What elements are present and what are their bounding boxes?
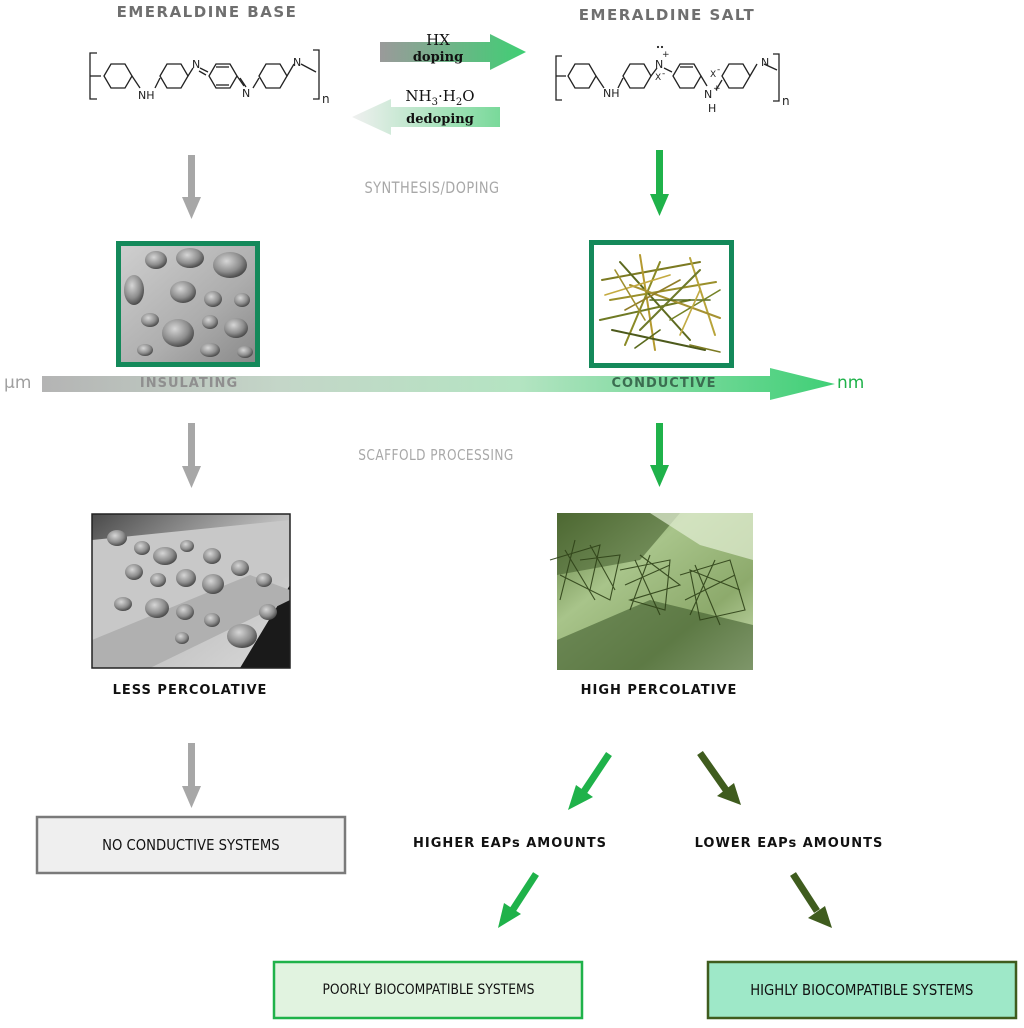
high-percolative-image [549, 513, 753, 670]
emeraldine-base-structure [89, 49, 320, 100]
highly-biocompatible-box-frame [706, 960, 1018, 1020]
poorly-biocompatible-box-frame [272, 960, 584, 1020]
higher-eaps-label: HIGHER EAPs AMOUNTS [413, 836, 607, 851]
doping-label: doping [412, 50, 464, 65]
salt-n-label-2: N [704, 88, 712, 101]
no-conductive-box-frame [35, 815, 347, 875]
emeraldine-salt-title: EMERALDINE SALT [578, 6, 756, 24]
salt-x-label-2: X [710, 70, 716, 80]
doping-agent: HX [426, 31, 450, 49]
lower-eaps-label: LOWER EAPs AMOUNTS [694, 836, 884, 851]
insulating-morphology-image [116, 241, 260, 367]
darkgreen-diagonal-arrow-1 [697, 750, 741, 805]
green-arrow-1 [650, 150, 669, 216]
dedoping-agent: NH3·H2O [405, 87, 475, 109]
scale-arrow [42, 368, 835, 400]
less-percolative-image [91, 513, 291, 669]
highly-biocompatible-box: HIGHLY BIOCOMPATIBLE SYSTEMS [750, 981, 974, 999]
dedoping-label: dedoping [406, 112, 474, 127]
gray-arrow-3 [182, 743, 201, 808]
green-arrow-2 [650, 423, 669, 487]
no-conductive-systems-box: NO CONDUCTIVE SYSTEMS [102, 836, 280, 854]
insulating-label: INSULATING [139, 376, 239, 391]
emeraldine-base-title: EMERALDINE BASE [116, 3, 298, 21]
salt-charge-plus-1: + [662, 50, 670, 60]
salt-nh-label: NH [603, 87, 620, 100]
synthesis-doping-label: SYNTHESIS/DOPING [364, 178, 500, 197]
salt-charge-plus-2: + [713, 84, 721, 94]
green-diagonal-arrow-2 [498, 872, 539, 928]
poorly-biocompatible-box: POORLY BIOCOMPATIBLE SYSTEMS [322, 982, 534, 998]
salt-x-label-1: X [655, 73, 661, 83]
dedoping-arrow [352, 99, 500, 135]
scale-right-label: nm [837, 373, 865, 393]
green-diagonal-arrow-1 [568, 752, 612, 810]
base-n-label-1: N [192, 58, 200, 71]
salt-n-label-3: N [761, 56, 769, 69]
doping-arrow [380, 34, 526, 70]
high-percolative-label: HIGH PERCOLATIVE [580, 683, 738, 698]
base-nh-label: NH [138, 89, 155, 102]
base-subscript-n: n [322, 92, 330, 106]
base-n-label-3: N [293, 56, 301, 69]
dedoping-text: NH3·H2O dedoping [405, 88, 474, 128]
darkgreen-diagonal-arrow-2 [790, 872, 832, 928]
doping-text: HX doping [413, 32, 463, 66]
conductive-morphology-image [589, 240, 734, 368]
gray-arrow-1 [182, 155, 201, 219]
emeraldine-salt-structure [555, 53, 780, 102]
salt-charge-minus-1: - [662, 69, 665, 79]
scaffold-processing-label: SCAFFOLD PROCESSING [358, 446, 514, 464]
less-percolative-label: LESS PERCOLATIVE [112, 683, 268, 698]
salt-n-label-1: N [655, 58, 663, 71]
salt-h-label: H [708, 102, 716, 115]
conductive-label: CONDUCTIVE [611, 376, 717, 391]
gray-arrow-2 [182, 423, 201, 488]
base-n-label-2: N [242, 87, 250, 100]
scale-left-label: µm [4, 373, 32, 393]
salt-subscript-n: n [782, 94, 790, 108]
salt-charge-minus-2: - [717, 65, 720, 75]
